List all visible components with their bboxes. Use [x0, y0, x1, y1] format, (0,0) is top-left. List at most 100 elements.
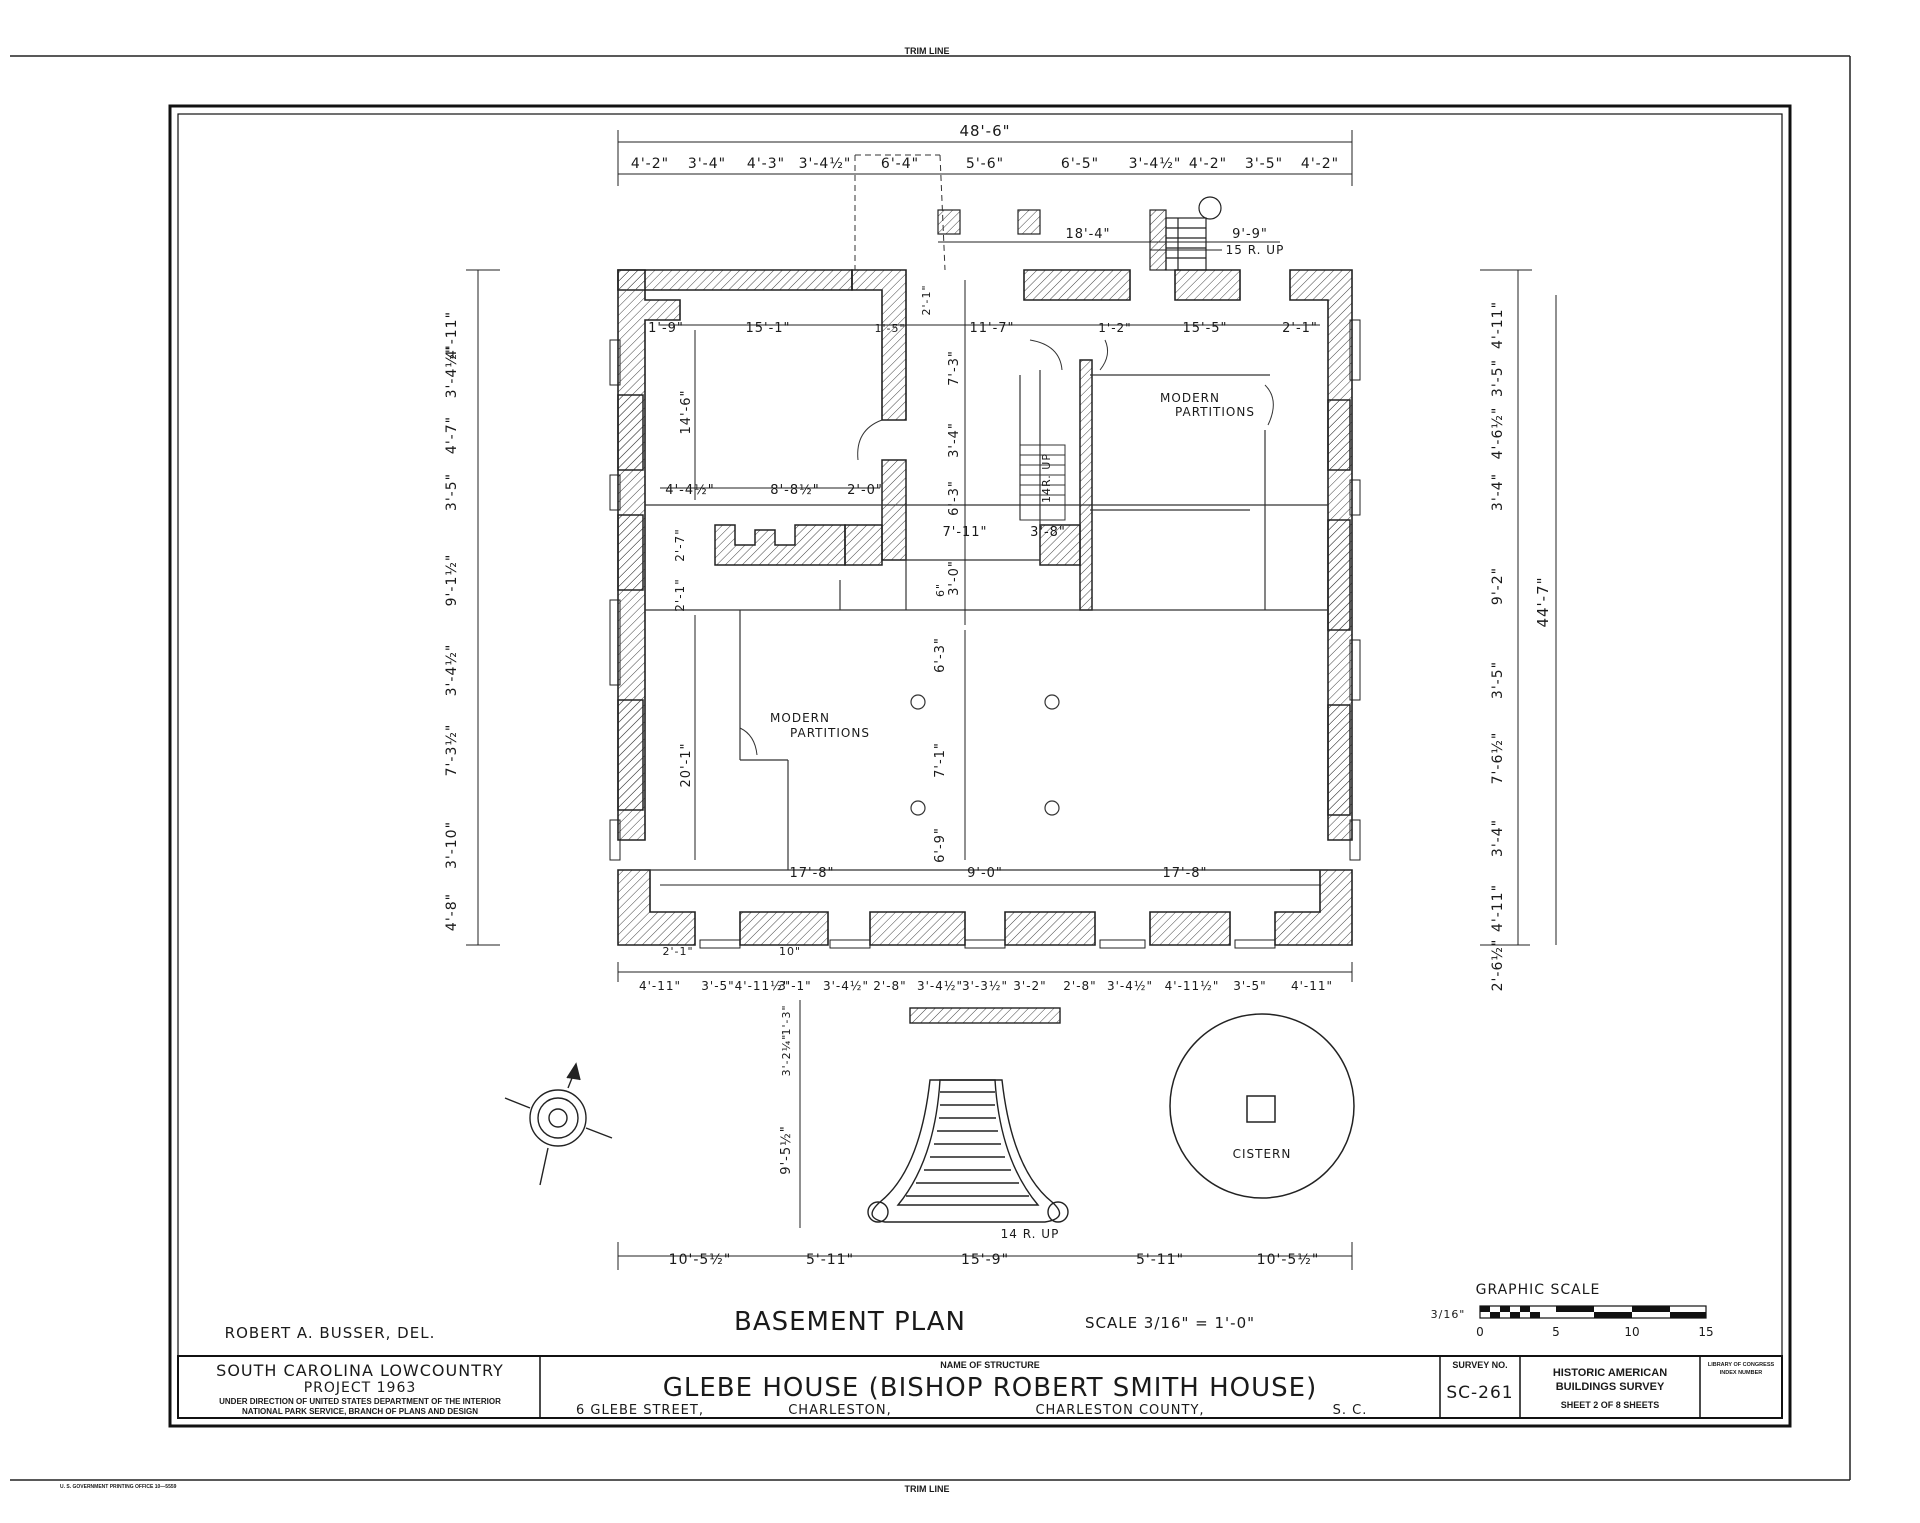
- trim-label-top: TRIM LINE: [905, 46, 950, 56]
- dim-interior: 9'-9": [1232, 227, 1268, 242]
- dim-interior: 3'-2¼": [780, 1034, 793, 1077]
- dim-interior: 2'-1": [662, 945, 693, 958]
- plan-title: BASEMENT PLAN: [734, 1307, 966, 1337]
- dashed-projection: [854, 154, 946, 271]
- dim-left: 3'-5": [444, 473, 460, 511]
- columns: [910, 694, 1060, 816]
- dim-top: 4'-2": [1189, 156, 1227, 172]
- interior-walls: [714, 359, 1093, 611]
- project-name: SOUTH CAROLINA LOWCOUNTRY: [216, 1361, 504, 1380]
- floor-plan: [504, 154, 1361, 1223]
- label-modern-partitions: MODERN: [1160, 391, 1220, 405]
- dim-bottom: 2'-8": [1063, 979, 1096, 993]
- dim-left: 3'-10": [444, 821, 460, 869]
- graphic-scale-tick: 0: [1476, 1325, 1484, 1339]
- dim-interior: 4'-4½": [665, 483, 714, 498]
- plan-labels: MODERN PARTITIONS MODERN PARTITIONS 15 R…: [770, 243, 1292, 1241]
- dim-interior: 3'-8": [1030, 525, 1066, 540]
- graphic-scale-tick: 5: [1552, 1325, 1560, 1339]
- graphic-scale-tick: 15: [1698, 1325, 1713, 1339]
- graphic-scale-fraction: 3/16": [1431, 1308, 1466, 1321]
- dim-interior: 1'-9": [648, 321, 684, 336]
- project-year: PROJECT 1963: [304, 1380, 417, 1396]
- dim-right: 7'-6½": [1490, 732, 1506, 785]
- dim-left: 3'-4½": [444, 346, 460, 399]
- dim-top: 3'-4½": [1129, 156, 1182, 172]
- address-city: CHARLESTON,: [788, 1403, 892, 1418]
- dim-top: 6'-5": [1061, 156, 1099, 172]
- dim-interior: 2'-1": [920, 284, 933, 315]
- dim-bottom: 3'-5": [701, 979, 734, 993]
- right-dimensions: 4'-11" 3'-5" 4'-6½" 3'-4" 9'-2" 3'-5" 7'…: [1490, 301, 1552, 991]
- habs-line-2: BUILDINGS SURVEY: [1556, 1381, 1665, 1393]
- dim-interior: 20'-1": [679, 742, 694, 787]
- graphic-scale-title: GRAPHIC SCALE: [1476, 1282, 1601, 1298]
- dim-interior: 10": [779, 945, 801, 958]
- dimension-lines: [466, 130, 1557, 1270]
- outer-border: [168, 104, 1792, 1428]
- dim-step: 10'-5½": [669, 1252, 732, 1268]
- title-block: SOUTH CAROLINA LOWCOUNTRY PROJECT 1963 U…: [177, 1355, 1783, 1419]
- label-cistern: CISTERN: [1233, 1147, 1292, 1161]
- dim-interior: 3'-4": [947, 422, 962, 458]
- dim-step: 10'-5½": [1257, 1252, 1320, 1268]
- structure-name: GLEBE HOUSE (BISHOP ROBERT SMITH HOUSE): [663, 1373, 1317, 1403]
- survey-number: SC-261: [1446, 1383, 1513, 1403]
- dim-interior: 6": [934, 583, 947, 597]
- address-county: CHARLESTON COUNTY,: [1035, 1403, 1204, 1418]
- dim-interior: 9'-5½": [779, 1125, 794, 1174]
- direction-line-2: NATIONAL PARK SERVICE, BRANCH OF PLANS A…: [242, 1407, 478, 1416]
- dim-bottom: 3'-3½": [962, 979, 1008, 993]
- dim-interior: 7'-3": [947, 350, 962, 386]
- dim-bottom: 4'-11½": [735, 979, 790, 993]
- dim-right: 3'-4": [1490, 473, 1506, 511]
- dim-step: 5'-11": [1136, 1252, 1184, 1268]
- front-steps: [867, 1007, 1069, 1223]
- dim-interior: 6'-3": [933, 637, 948, 673]
- loc-line-2: INDEX NUMBER: [1720, 1370, 1763, 1376]
- dim-left: 7'-3½": [444, 724, 460, 777]
- label-modern-partitions: PARTITIONS: [1175, 405, 1255, 419]
- dim-right: 4'-6½": [1490, 407, 1506, 460]
- dim-top: 5'-6": [966, 156, 1004, 172]
- dim-interior: 6'-9": [933, 827, 948, 863]
- north-arrow-icon: [504, 1062, 613, 1186]
- dim-top: 6'-4": [881, 156, 919, 172]
- left-dimensions: 4'-11" 3'-4½" 4'-7" 3'-5" 9'-1½" 3'-4½" …: [444, 311, 460, 931]
- dim-bottom: 2'-8": [873, 979, 906, 993]
- dim-top: 4'-2": [631, 156, 669, 172]
- direction-line-1: UNDER DIRECTION OF UNITED STATES DEPARTM…: [219, 1397, 501, 1406]
- dim-overall-depth: 44'-7": [1534, 576, 1552, 627]
- dim-top: 4'-2": [1301, 156, 1339, 172]
- cistern: [1169, 1013, 1355, 1199]
- address-state: S. C.: [1333, 1403, 1368, 1418]
- dim-interior: 2'-7": [673, 528, 687, 561]
- dim-interior: 2'-0": [847, 483, 883, 498]
- dim-bottom: 3'-4½": [1107, 979, 1153, 993]
- dim-bottom: 3'-1": [778, 979, 811, 993]
- dim-left: 9'-1½": [444, 554, 460, 607]
- dim-bottom: 3'-5": [1233, 979, 1266, 993]
- label-stair-up: 14 R. UP: [1001, 1227, 1060, 1241]
- delineator: ROBERT A. BUSSER, DEL.: [225, 1324, 436, 1342]
- label-modern-partitions: PARTITIONS: [790, 726, 870, 740]
- dim-interior: 11'-7": [969, 321, 1014, 336]
- structure-name-label: NAME OF STRUCTURE: [940, 1360, 1040, 1370]
- dim-interior: 2'-1": [1282, 321, 1318, 336]
- dim-interior: 1'-3": [780, 1004, 793, 1035]
- label-stair-up: 15 R. UP: [1226, 243, 1285, 257]
- dim-top: 4'-3": [747, 156, 785, 172]
- dim-interior: 6'-3": [947, 480, 962, 516]
- survey-number-label: SURVEY NO.: [1452, 1360, 1507, 1370]
- dim-right: 3'-5": [1490, 661, 1506, 699]
- interior-stair: [1019, 444, 1066, 521]
- dim-interior: 8'-8½": [770, 483, 819, 498]
- window-piers-left: [617, 394, 644, 811]
- dim-right: 4'-11": [1490, 884, 1506, 932]
- dim-interior: 9'-0": [967, 866, 1003, 881]
- dim-interior: 3'-0": [947, 560, 962, 596]
- dim-top: 3'-5": [1245, 156, 1283, 172]
- dim-interior: 14'-6": [679, 389, 694, 434]
- dim-interior: 7'-1": [933, 742, 948, 778]
